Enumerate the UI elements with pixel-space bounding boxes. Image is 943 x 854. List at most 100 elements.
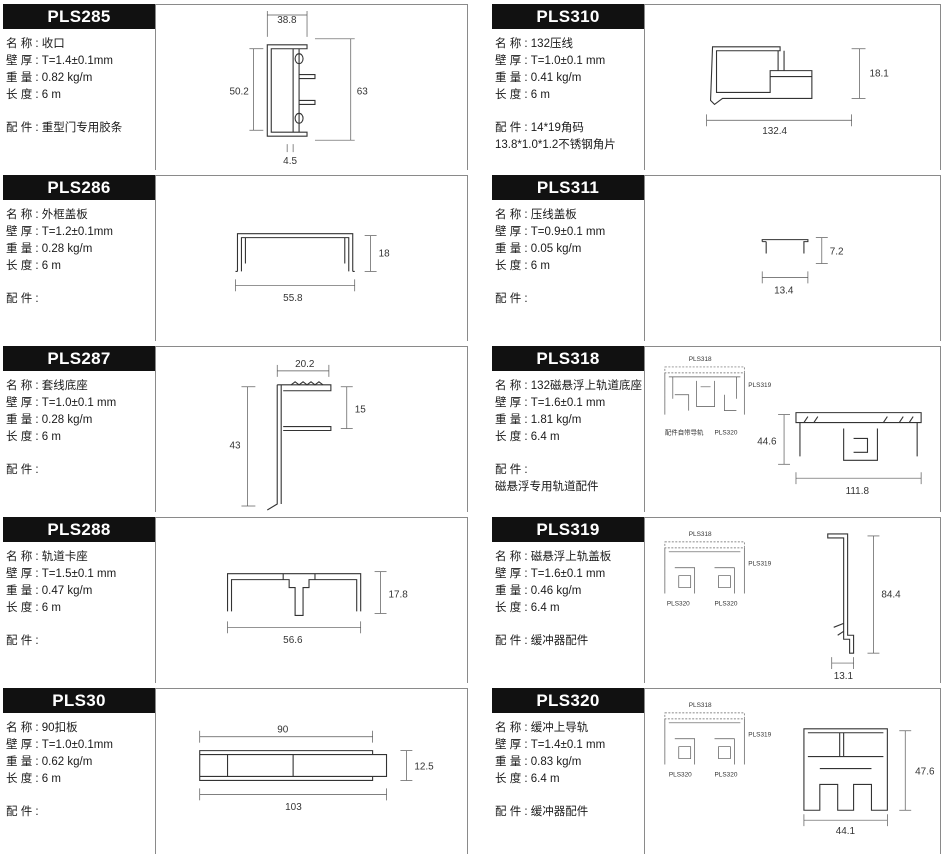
dim-label: 20.2 — [295, 359, 315, 370]
spec-accessory: 配 件 : — [495, 293, 528, 305]
spec-name: 名 称 : 90扣板 — [6, 722, 78, 734]
profile-drawing: 90 12.5 103 — [155, 688, 468, 854]
product-code: PLS319 — [492, 517, 644, 542]
spec-list: 名 称 : 缓冲上导轨 壁 厚 : T=1.4±0.1 mm 重 量 : 0.8… — [495, 720, 643, 821]
spec-list: 名 称 : 132磁悬浮上轨道底座 壁 厚 : T=1.6±0.1 mm 重 量… — [495, 378, 643, 496]
spec-thickness: 壁 厚 : T=1.0±0.1mm — [6, 739, 113, 751]
schematic-label: PLS319 — [748, 732, 771, 739]
dim-label: 13.1 — [834, 671, 854, 682]
schematic-label: PLS318 — [689, 356, 712, 363]
spec-accessory-extra: 磁悬浮专用轨道配件 — [495, 481, 599, 493]
product-code: PLS285 — [3, 4, 155, 29]
profile-diagram: 18.1 132.4 — [706, 46, 889, 137]
profile-drawing: 17.8 56.6 — [155, 517, 468, 683]
product-card-pls311: PLS311 名 称 : 压线盖板 壁 厚 : T=0.9±0.1 mm 重 量… — [492, 171, 941, 341]
profile-diagram: 38.8 50.2 63 4.5 — [230, 10, 369, 167]
dim-label: 44.6 — [757, 436, 777, 447]
product-card-pls320: PLS320 名 称 : 缓冲上导轨 壁 厚 : T=1.4±0.1 mm 重 … — [492, 684, 941, 854]
spec-accessory-extra: 13.8*1.0*1.2不锈钢角片 — [495, 139, 616, 151]
assembly-schematic: PLS318 PLS319 PLS320 PLS320 — [664, 531, 772, 607]
spec-length: 长 度 : 6 m — [6, 602, 61, 614]
spec-length: 长 度 : 6 m — [6, 260, 61, 272]
dim-label: 44.1 — [836, 826, 856, 837]
schematic-label: PLS320 — [715, 600, 738, 607]
product-code: PLS30 — [3, 688, 155, 713]
product-card-pls285: PLS285 名 称 : 收口 壁 厚 : T=1.4±0.1mm 重 量 : … — [3, 0, 468, 170]
profile-drawing: 20.2 15 43 — [155, 346, 468, 512]
spec-name: 名 称 : 外框盖板 — [6, 209, 88, 221]
spec-thickness: 壁 厚 : T=1.0±0.1 mm — [495, 55, 606, 67]
assembly-schematic: PLS318 PLS319 PLS320 PLS320 — [664, 702, 772, 778]
spec-weight: 重 量 : 0.28 kg/m — [6, 414, 93, 426]
product-code: PLS318 — [492, 346, 644, 371]
dim-label: 12.5 — [414, 762, 434, 773]
spec-list: 名 称 : 外框盖板 壁 厚 : T=1.2±0.1mm 重 量 : 0.28 … — [6, 207, 154, 308]
product-code: PLS287 — [3, 346, 155, 371]
profile-drawing: 38.8 50.2 63 4.5 — [155, 4, 468, 170]
spec-weight: 重 量 : 0.82 kg/m — [6, 72, 93, 84]
product-card-pls288: PLS288 名 称 : 轨道卡座 壁 厚 : T=1.5±0.1 mm 重 量… — [3, 513, 468, 683]
profile-diagram: PLS318 PLS319 PLS320 PLS320 47.6 44.1 — [664, 702, 935, 837]
spec-thickness: 壁 厚 : T=0.9±0.1 mm — [495, 226, 606, 238]
dim-label: 18.1 — [869, 69, 889, 80]
dim-label: 84.4 — [881, 590, 901, 601]
schematic-label: PLS319 — [748, 382, 771, 389]
spec-weight: 重 量 : 0.05 kg/m — [495, 243, 582, 255]
spec-length: 长 度 : 6 m — [495, 89, 550, 101]
spec-length: 长 度 : 6 m — [6, 773, 61, 785]
profile-drawing: PLS318 PLS319 PLS320 PLS320 84.4 13.1 — [644, 517, 941, 683]
spec-accessory: 配 件 : — [6, 806, 39, 818]
dim-label: 63 — [357, 86, 369, 97]
spec-thickness: 壁 厚 : T=1.4±0.1mm — [6, 55, 113, 67]
spec-length: 长 度 : 6 m — [495, 260, 550, 272]
spec-length: 长 度 : 6.4 m — [495, 602, 560, 614]
spec-accessory: 配 件 : — [6, 293, 39, 305]
product-code: PLS286 — [3, 175, 155, 200]
product-card-pls319: PLS319 名 称 : 磁悬浮上轨盖板 壁 厚 : T=1.6±0.1 mm … — [492, 513, 941, 683]
spec-list: 名 称 : 132压线 壁 厚 : T=1.0±0.1 mm 重 量 : 0.4… — [495, 36, 643, 154]
spec-thickness: 壁 厚 : T=1.6±0.1 mm — [495, 568, 606, 580]
spec-list: 名 称 : 磁悬浮上轨盖板 壁 厚 : T=1.6±0.1 mm 重 量 : 0… — [495, 549, 643, 650]
spec-length: 长 度 : 6.4 m — [495, 431, 560, 443]
product-code: PLS311 — [492, 175, 644, 200]
profile-diagram: 20.2 15 43 — [230, 359, 366, 511]
product-card-pls310: PLS310 名 称 : 132压线 壁 厚 : T=1.0±0.1 mm 重 … — [492, 0, 941, 170]
spec-name: 名 称 : 磁悬浮上轨盖板 — [495, 551, 612, 563]
spec-list: 名 称 : 收口 壁 厚 : T=1.4±0.1mm 重 量 : 0.82 kg… — [6, 36, 154, 137]
spec-name: 名 称 : 压线盖板 — [495, 209, 577, 221]
dim-label: 17.8 — [389, 590, 409, 601]
spec-accessory: 配 件 : — [6, 635, 39, 647]
spec-name: 名 称 : 缓冲上导轨 — [495, 722, 589, 734]
spec-list: 名 称 : 90扣板 壁 厚 : T=1.0±0.1mm 重 量 : 0.62 … — [6, 720, 154, 821]
profile-drawing: PLS318 PLS319 PLS320 PLS320 47.6 44.1 — [644, 688, 941, 854]
spec-list: 名 称 : 轨道卡座 壁 厚 : T=1.5±0.1 mm 重 量 : 0.47… — [6, 549, 154, 650]
spec-weight: 重 量 : 1.81 kg/m — [495, 414, 582, 426]
profile-drawing: 7.2 13.4 — [644, 175, 941, 341]
schematic-label: 配件自带导轨 — [665, 427, 704, 436]
spec-weight: 重 量 : 0.46 kg/m — [495, 585, 582, 597]
profile-diagram: 17.8 56.6 — [226, 571, 409, 646]
spec-name: 名 称 : 132压线 — [495, 38, 573, 50]
spec-thickness: 壁 厚 : T=1.6±0.1 mm — [495, 397, 606, 409]
spec-weight: 重 量 : 0.47 kg/m — [6, 585, 93, 597]
schematic-label: PLS318 — [689, 702, 712, 709]
product-card-pls287: PLS287 名 称 : 套线底座 壁 厚 : T=1.0±0.1 mm 重 量… — [3, 342, 468, 512]
assembly-schematic: PLS318 PLS319 配件自带导轨 PLS320 — [664, 356, 772, 436]
spec-weight: 重 量 : 0.28 kg/m — [6, 243, 93, 255]
spec-name: 名 称 : 套线底座 — [6, 380, 88, 392]
dim-label: 47.6 — [915, 766, 935, 777]
schematic-label: PLS320 — [715, 771, 738, 778]
spec-weight: 重 量 : 0.41 kg/m — [495, 72, 582, 84]
dim-label: 43 — [230, 440, 242, 451]
dim-label: 18 — [379, 249, 391, 260]
profile-drawing: PLS318 PLS319 配件自带导轨 PLS320 44.6 111.8 — [644, 346, 941, 512]
product-card-pls30: PLS30 名 称 : 90扣板 壁 厚 : T=1.0±0.1mm 重 量 :… — [3, 684, 468, 854]
dim-label: 50.2 — [230, 86, 250, 97]
spec-thickness: 壁 厚 : T=1.0±0.1 mm — [6, 397, 117, 409]
spec-accessory: 配 件 : — [495, 464, 528, 476]
spec-thickness: 壁 厚 : T=1.4±0.1 mm — [495, 739, 606, 751]
spec-length: 长 度 : 6 m — [6, 431, 61, 443]
spec-accessory: 配 件 : 缓冲器配件 — [495, 806, 589, 818]
spec-weight: 重 量 : 0.83 kg/m — [495, 756, 582, 768]
dim-label: 56.6 — [283, 635, 303, 646]
